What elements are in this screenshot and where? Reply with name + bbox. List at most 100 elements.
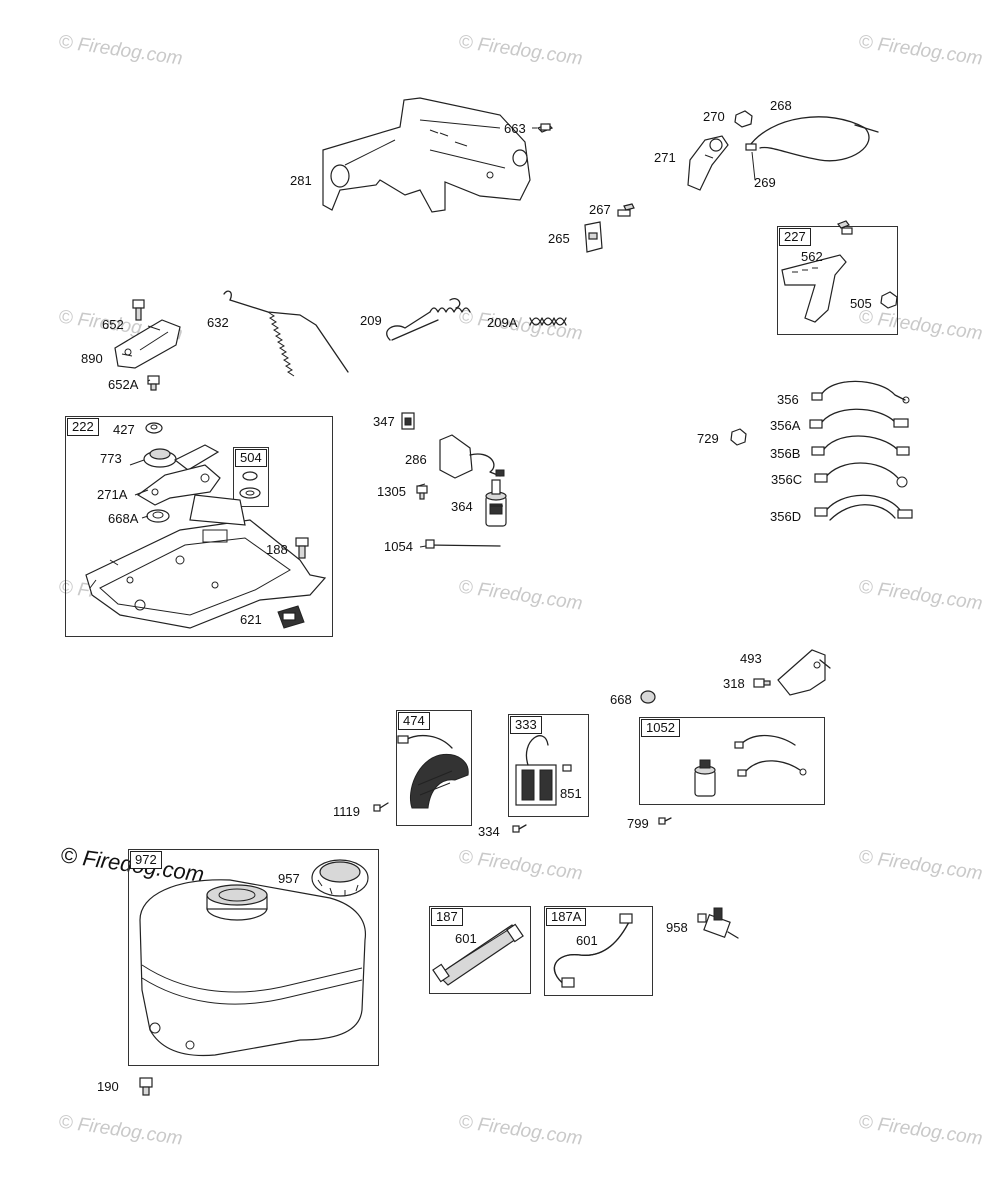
spring-209-drawing[interactable] [386, 298, 471, 341]
label-209[interactable]: 209 [360, 313, 382, 328]
label-318[interactable]: 318 [723, 676, 745, 691]
kit-tag-1052[interactable]: 1052 [641, 719, 680, 737]
screw-190-drawing[interactable] [139, 1077, 153, 1096]
harness-356D-drawing[interactable] [814, 494, 913, 521]
label-269[interactable]: 269 [754, 175, 776, 190]
bracket-493-drawing[interactable] [777, 649, 831, 696]
kit-tag-227[interactable]: 227 [779, 228, 811, 246]
label-347[interactable]: 347 [373, 414, 395, 429]
screw-1305-drawing[interactable] [416, 485, 428, 500]
bracket-286-drawing[interactable] [439, 434, 505, 479]
screw-652A-drawing[interactable] [147, 375, 160, 391]
screw-318-drawing[interactable] [753, 678, 771, 688]
label-188[interactable]: 188 [266, 542, 288, 557]
lever-271-drawing[interactable] [687, 135, 729, 191]
nut-270-drawing[interactable] [734, 110, 753, 128]
harness-356C-drawing[interactable] [814, 462, 908, 488]
label-271[interactable]: 271 [654, 150, 676, 165]
label-668A[interactable]: 668A [108, 511, 139, 526]
screw-1119-drawing[interactable] [373, 802, 389, 812]
label-890[interactable]: 890 [81, 351, 103, 366]
screw-334-drawing[interactable] [512, 824, 527, 833]
fuel-line-187-drawing[interactable] [432, 923, 524, 986]
solenoid-kit-1052-drawing[interactable] [694, 734, 807, 797]
washer-504-drawing[interactable] [239, 471, 261, 499]
kit-tag-333[interactable]: 333 [510, 716, 542, 734]
label-958[interactable]: 958 [666, 920, 688, 935]
label-668[interactable]: 668 [610, 692, 632, 707]
screw-663-drawing[interactable] [536, 123, 554, 133]
label-505[interactable]: 505 [850, 296, 872, 311]
bracket-890-drawing[interactable] [114, 319, 181, 369]
label-562[interactable]: 562 [801, 249, 823, 264]
label-281[interactable]: 281 [290, 173, 312, 188]
harness-356A-drawing[interactable] [809, 408, 909, 429]
kit-tag-972[interactable]: 972 [130, 851, 162, 869]
pulley-773-drawing[interactable] [143, 444, 220, 471]
label-1119[interactable]: 1119 [333, 804, 360, 819]
harness-356-drawing[interactable] [811, 380, 910, 404]
screw-188-drawing[interactable] [295, 537, 309, 559]
fuel-line-187A-drawing[interactable] [553, 913, 633, 988]
label-851[interactable]: 851 [560, 786, 582, 801]
label-190[interactable]: 190 [97, 1079, 119, 1094]
spring-632-drawing[interactable] [223, 290, 349, 377]
fuel-tank-972-drawing[interactable] [139, 879, 367, 1057]
shutoff-valve-958-drawing[interactable] [697, 907, 739, 939]
screw-267-drawing[interactable] [617, 203, 635, 217]
label-271A[interactable]: 271A [97, 487, 128, 502]
screw-799-drawing[interactable] [658, 817, 672, 825]
screw-652-drawing[interactable] [132, 299, 145, 321]
control-plate-222-drawing[interactable] [85, 494, 327, 629]
fuel-cap-957-drawing[interactable] [311, 859, 369, 897]
label-268[interactable]: 268 [770, 98, 792, 113]
label-356[interactable]: 356 [777, 392, 799, 407]
spacer-668-drawing[interactable] [640, 690, 656, 704]
cable-tie-1054-drawing[interactable] [425, 539, 501, 549]
label-729[interactable]: 729 [697, 431, 719, 446]
label-601-in-187A[interactable]: 601 [576, 933, 598, 948]
label-632[interactable]: 632 [207, 315, 229, 330]
label-364[interactable]: 364 [451, 499, 473, 514]
cable-268-drawing[interactable] [745, 116, 879, 162]
label-265[interactable]: 265 [548, 231, 570, 246]
kit-tag-222[interactable]: 222 [67, 418, 99, 436]
label-356B[interactable]: 356B [770, 446, 801, 461]
solenoid-364-drawing[interactable] [485, 479, 507, 527]
ignition-armature-333-drawing[interactable] [515, 735, 572, 806]
label-773[interactable]: 773 [100, 451, 122, 466]
label-356C[interactable]: 356C [771, 472, 803, 487]
lever-271A-drawing[interactable] [136, 464, 221, 506]
ignition-coil-474-drawing[interactable] [397, 734, 469, 809]
label-1054[interactable]: 1054 [384, 539, 413, 554]
label-957[interactable]: 957 [278, 871, 300, 886]
label-356D[interactable]: 356D [770, 509, 802, 524]
label-267[interactable]: 267 [589, 202, 611, 217]
label-652A[interactable]: 652A [108, 377, 139, 392]
label-652[interactable]: 652 [102, 317, 124, 332]
clip-265-drawing[interactable] [584, 221, 603, 253]
clip-621-drawing[interactable] [277, 605, 305, 629]
label-663[interactable]: 663 [504, 121, 526, 136]
kit-tag-474[interactable]: 474 [398, 712, 430, 730]
label-799[interactable]: 799 [627, 816, 649, 831]
label-493[interactable]: 493 [740, 651, 762, 666]
washer-427-drawing[interactable] [145, 422, 163, 434]
label-209A[interactable]: 209A [487, 315, 518, 330]
throttle-lever-227-drawing[interactable] [781, 220, 898, 323]
kit-tag-187[interactable]: 187 [431, 908, 463, 926]
clip-347-drawing[interactable] [401, 412, 415, 430]
harness-356B-drawing[interactable] [811, 435, 910, 456]
kit-tag-504[interactable]: 504 [235, 449, 267, 467]
nut-729-drawing[interactable] [730, 428, 747, 446]
label-334[interactable]: 334 [478, 824, 500, 839]
washer-668A-drawing[interactable] [146, 509, 170, 523]
label-1305[interactable]: 1305 [377, 484, 406, 499]
label-286[interactable]: 286 [405, 452, 427, 467]
label-270[interactable]: 270 [703, 109, 725, 124]
label-427[interactable]: 427 [113, 422, 135, 437]
bracket-281-drawing[interactable] [322, 97, 531, 213]
label-621[interactable]: 621 [240, 612, 262, 627]
kit-tag-187A[interactable]: 187A [546, 908, 587, 926]
label-356A[interactable]: 356A [770, 418, 801, 433]
